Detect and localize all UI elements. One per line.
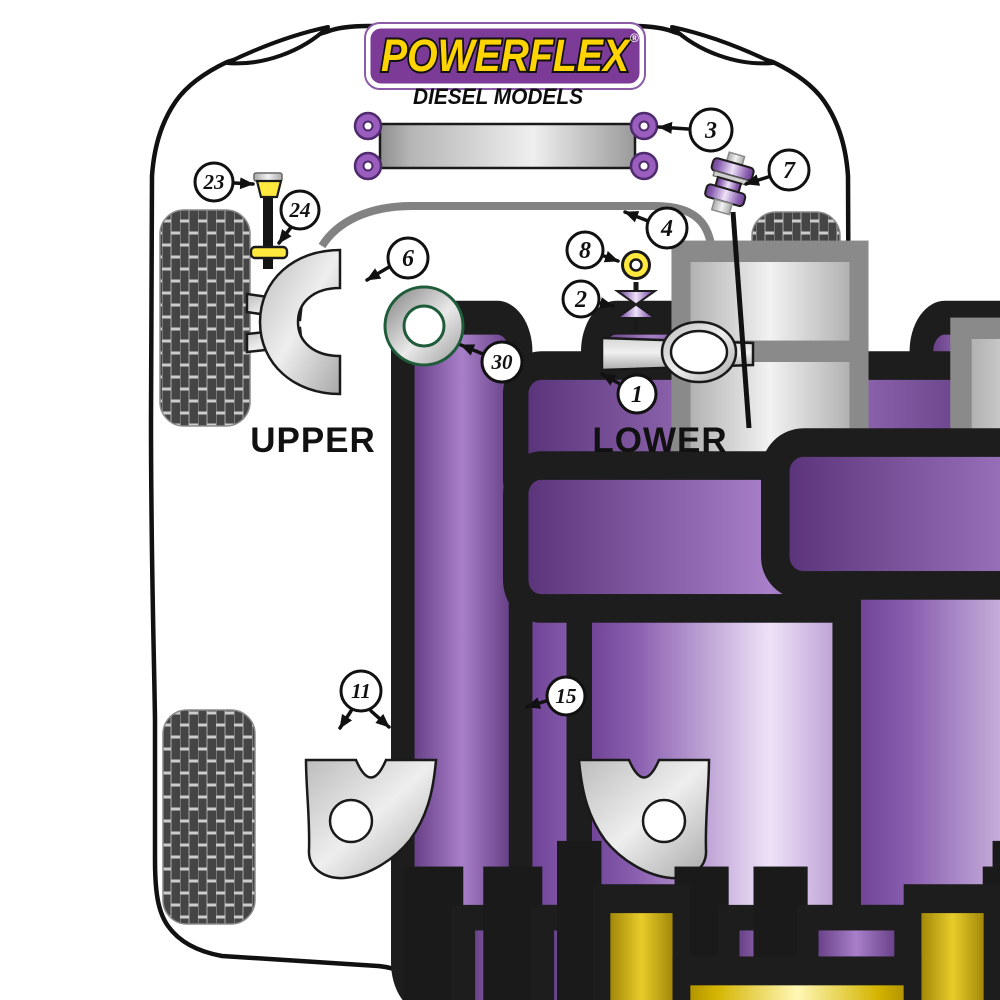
callouts: 3 7 23 24 6 4 8 — [193, 107, 811, 730]
svg-text:24: 24 — [289, 198, 311, 222]
rear-trailing-arm-left — [298, 758, 1000, 1000]
label-upper: UPPER — [250, 421, 376, 460]
brand-text: POWERFLEX — [381, 30, 632, 81]
callout-11: 11 — [338, 669, 391, 730]
callout-8: 8 — [565, 230, 620, 270]
callout-30: 30 — [459, 340, 524, 384]
callout-4: 4 — [623, 206, 689, 250]
subframe-bushing-top-right — [629, 111, 659, 141]
label-lower: LOWER — [592, 421, 727, 460]
bolt-washer-yellow — [249, 245, 289, 260]
svg-text:2: 2 — [574, 287, 587, 313]
front-lower-arm — [600, 320, 1000, 1000]
callout-2: 2 — [561, 279, 615, 319]
svg-text:15: 15 — [556, 684, 577, 708]
upper-wishbone — [245, 248, 1000, 1000]
callout-3: 3 — [657, 107, 734, 153]
bolt-assembly — [249, 172, 289, 269]
svg-text:6: 6 — [402, 246, 414, 272]
bolt-cap-yellow — [255, 179, 283, 199]
tie-rod-end — [704, 151, 755, 429]
subframe-crossmember — [353, 111, 659, 181]
tire-front-left — [159, 209, 251, 427]
svg-text:8: 8 — [579, 238, 591, 264]
subframe-bushing-bottom-left — [353, 151, 383, 181]
svg-text:7: 7 — [783, 158, 796, 184]
svg-text:30: 30 — [491, 350, 514, 374]
callout-7: 7 — [744, 148, 811, 192]
subframe-bushing-bottom-right — [629, 151, 659, 181]
bump-stop-assembly — [613, 250, 659, 332]
svg-text:11: 11 — [351, 679, 371, 703]
powerflex-logo: POWERFLEX ® DIESEL MODELS — [364, 22, 646, 109]
callout-1: 1 — [600, 372, 658, 415]
anti-roll-bar — [318, 202, 1000, 996]
svg-text:3: 3 — [704, 118, 717, 144]
headlight-right-icon — [670, 25, 775, 66]
svg-text:4: 4 — [660, 216, 673, 242]
tire-rear-left — [162, 709, 256, 925]
callout-24: 24 — [277, 189, 321, 245]
callout-6: 6 — [365, 236, 430, 282]
bump-stop — [613, 290, 659, 319]
rear-trailing-arm-right — [577, 758, 1000, 1000]
registered-mark: ® — [630, 31, 639, 45]
callout-15: 15 — [525, 675, 587, 717]
svg-text:1: 1 — [631, 382, 643, 408]
svg-text:23: 23 — [203, 170, 225, 194]
subframe-bushing-top-left — [353, 111, 383, 141]
large-washer-ring — [383, 285, 465, 367]
callout-23: 23 — [193, 161, 255, 203]
headlight-left-icon — [225, 25, 330, 66]
logo-subtitle: DIESEL MODELS — [413, 84, 583, 109]
